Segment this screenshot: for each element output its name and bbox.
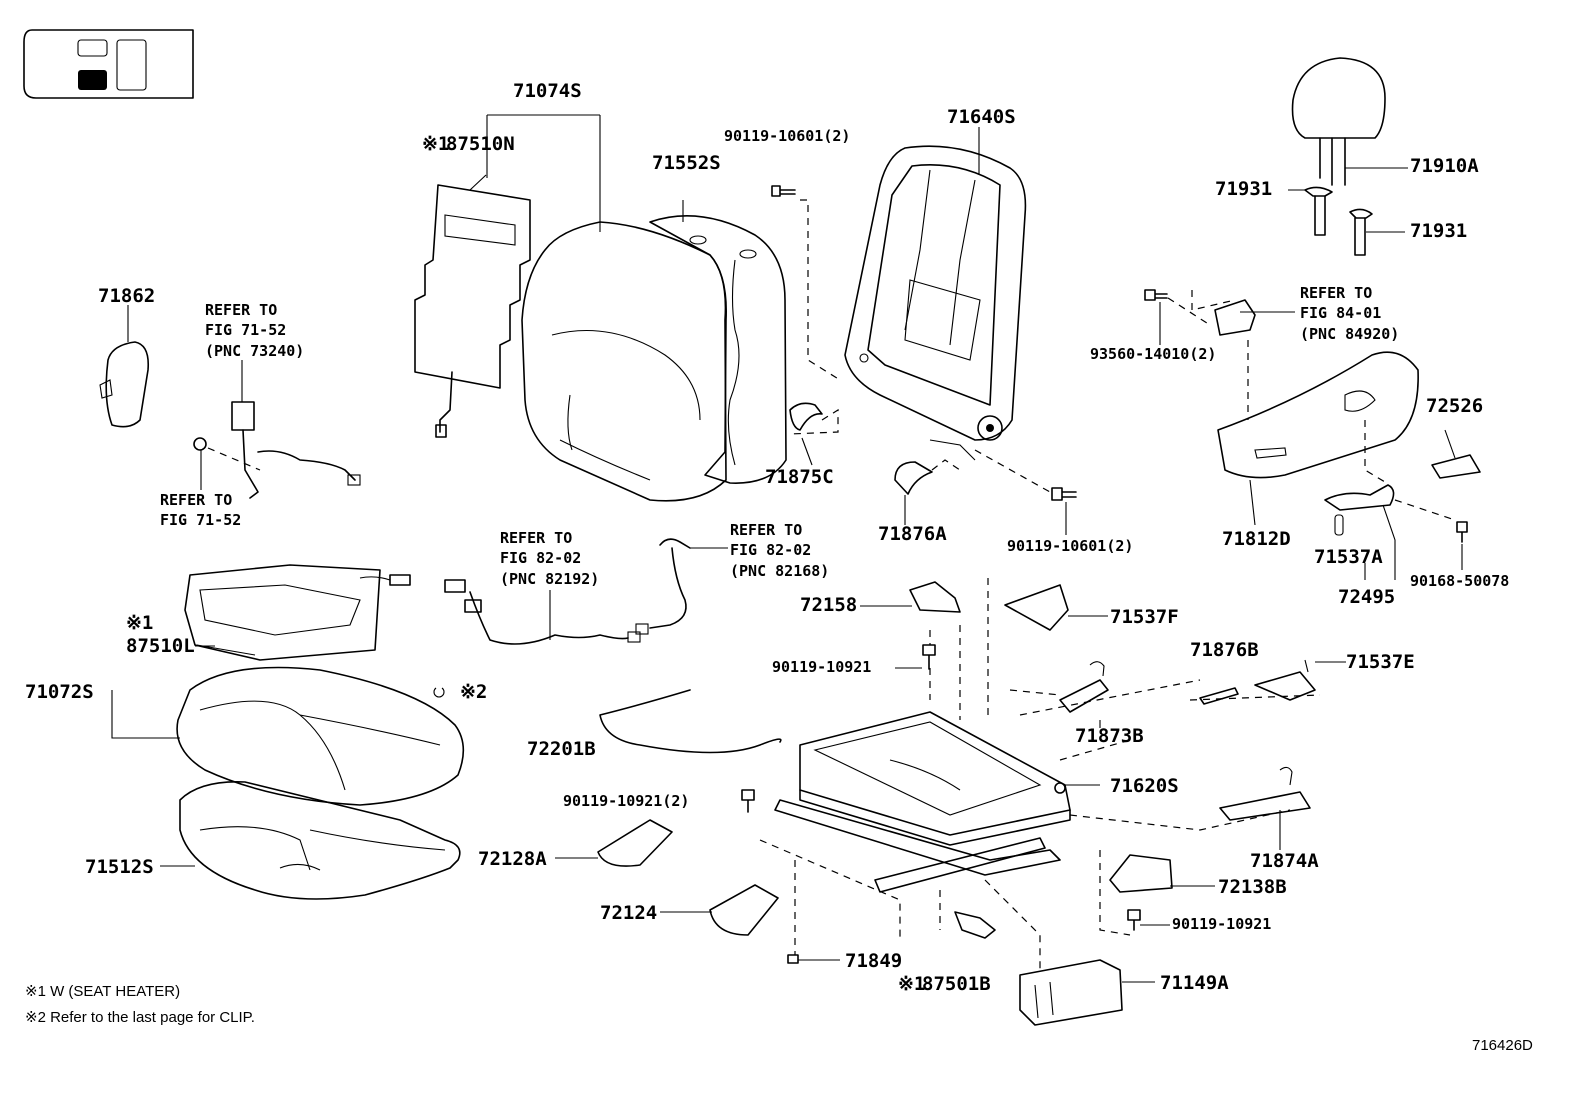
label-90168-50078: 90168-50078	[1410, 572, 1510, 590]
label-71931-b: 71931	[1410, 220, 1468, 242]
label-72495: 72495	[1338, 586, 1396, 608]
footnote-clip: ※2 Refer to the last page for CLIP.	[25, 1009, 255, 1026]
seatback-frame-part	[844, 127, 1027, 461]
refer-fig-82-02-left: REFER TO FIG 82-02 (PNC 82192)	[500, 529, 600, 588]
seat-cushion-cover-part	[111, 666, 465, 806]
label-71074S: 71074S	[513, 80, 582, 102]
seat-cushion-pad-part	[179, 781, 461, 900]
label-71640S: 71640S	[947, 106, 1016, 128]
label-71876A: 71876A	[878, 523, 947, 545]
seatback-pad-part	[649, 200, 787, 484]
label-71874A: 71874A	[1250, 850, 1319, 872]
mark-1-87510N: ※1	[422, 133, 450, 155]
seat-adjuster-part	[774, 711, 1100, 893]
label-71862: 71862	[98, 285, 156, 307]
refer-fig-71-52-top: REFER TO FIG 71-52 (PNC 73240)	[205, 301, 305, 360]
label-72138B: 72138B	[1218, 876, 1287, 898]
label-90119-10921: 90119-10921	[772, 658, 872, 676]
label-71875C: 71875C	[765, 466, 834, 488]
refer-fig-71-52-bottom: REFER TO FIG 71-52	[160, 491, 242, 530]
label-leaders	[160, 189, 1463, 983]
label-71552S: 71552S	[652, 152, 721, 174]
label-71849: 71849	[845, 950, 903, 972]
refer-fig-82-02-right: REFER TO FIG 82-02 (PNC 82168)	[730, 521, 830, 580]
seat-position-locator-icon	[23, 29, 194, 99]
mark-2-clip: ※2	[460, 681, 488, 703]
label-87510N: 87510N	[446, 133, 515, 155]
label-71931-a: 71931	[1215, 178, 1273, 200]
label-72128A: 72128A	[478, 848, 547, 870]
label-71620S: 71620S	[1110, 775, 1179, 797]
seatback-heater-part	[414, 174, 531, 438]
label-71537E: 71537E	[1346, 651, 1415, 673]
label-71149A: 71149A	[1160, 972, 1229, 994]
label-87510L: 87510L	[126, 635, 195, 657]
label-90119-10921-b: 90119-10921	[1172, 915, 1272, 933]
label-71873B: 71873B	[1075, 725, 1144, 747]
label-93560-14010: 93560-14010(2)	[1090, 345, 1217, 363]
label-71812D: 71812D	[1222, 528, 1291, 550]
label-71537F: 71537F	[1110, 606, 1179, 628]
footnote-seat-heater: ※1 W (SEAT HEATER)	[25, 983, 181, 1000]
label-72201B: 72201B	[527, 738, 596, 760]
leader-lines	[759, 578, 1321, 970]
label-72158: 72158	[800, 594, 858, 616]
label-71072S: 71072S	[25, 681, 94, 703]
label-90119-10601-top: 90119-10601(2)	[724, 127, 851, 145]
lower-small-parts	[597, 581, 1316, 1026]
label-71537A: 71537A	[1314, 546, 1383, 568]
label-71512S: 71512S	[85, 856, 154, 878]
label-72526: 72526	[1426, 395, 1484, 417]
refer-fig-84-01: REFER TO FIG 84-01 (PNC 84920)	[1300, 284, 1400, 343]
seatback-cover-part	[486, 114, 727, 502]
label-87501B: 87501B	[922, 973, 991, 995]
label-71910A: 71910A	[1410, 155, 1479, 177]
wire-72201B	[599, 689, 782, 754]
diagram-code: 716426D	[1472, 1037, 1533, 1054]
label-90119-10921-x2: 90119-10921(2)	[563, 792, 690, 810]
mark-1-87510L: ※1	[126, 612, 154, 634]
label-90119-10601-mid: 90119-10601(2)	[1007, 537, 1134, 555]
mark-1-87501B: ※1	[898, 973, 926, 995]
label-71876B: 71876B	[1190, 639, 1259, 661]
small-parts	[99, 57, 1481, 698]
label-72124: 72124	[600, 902, 658, 924]
